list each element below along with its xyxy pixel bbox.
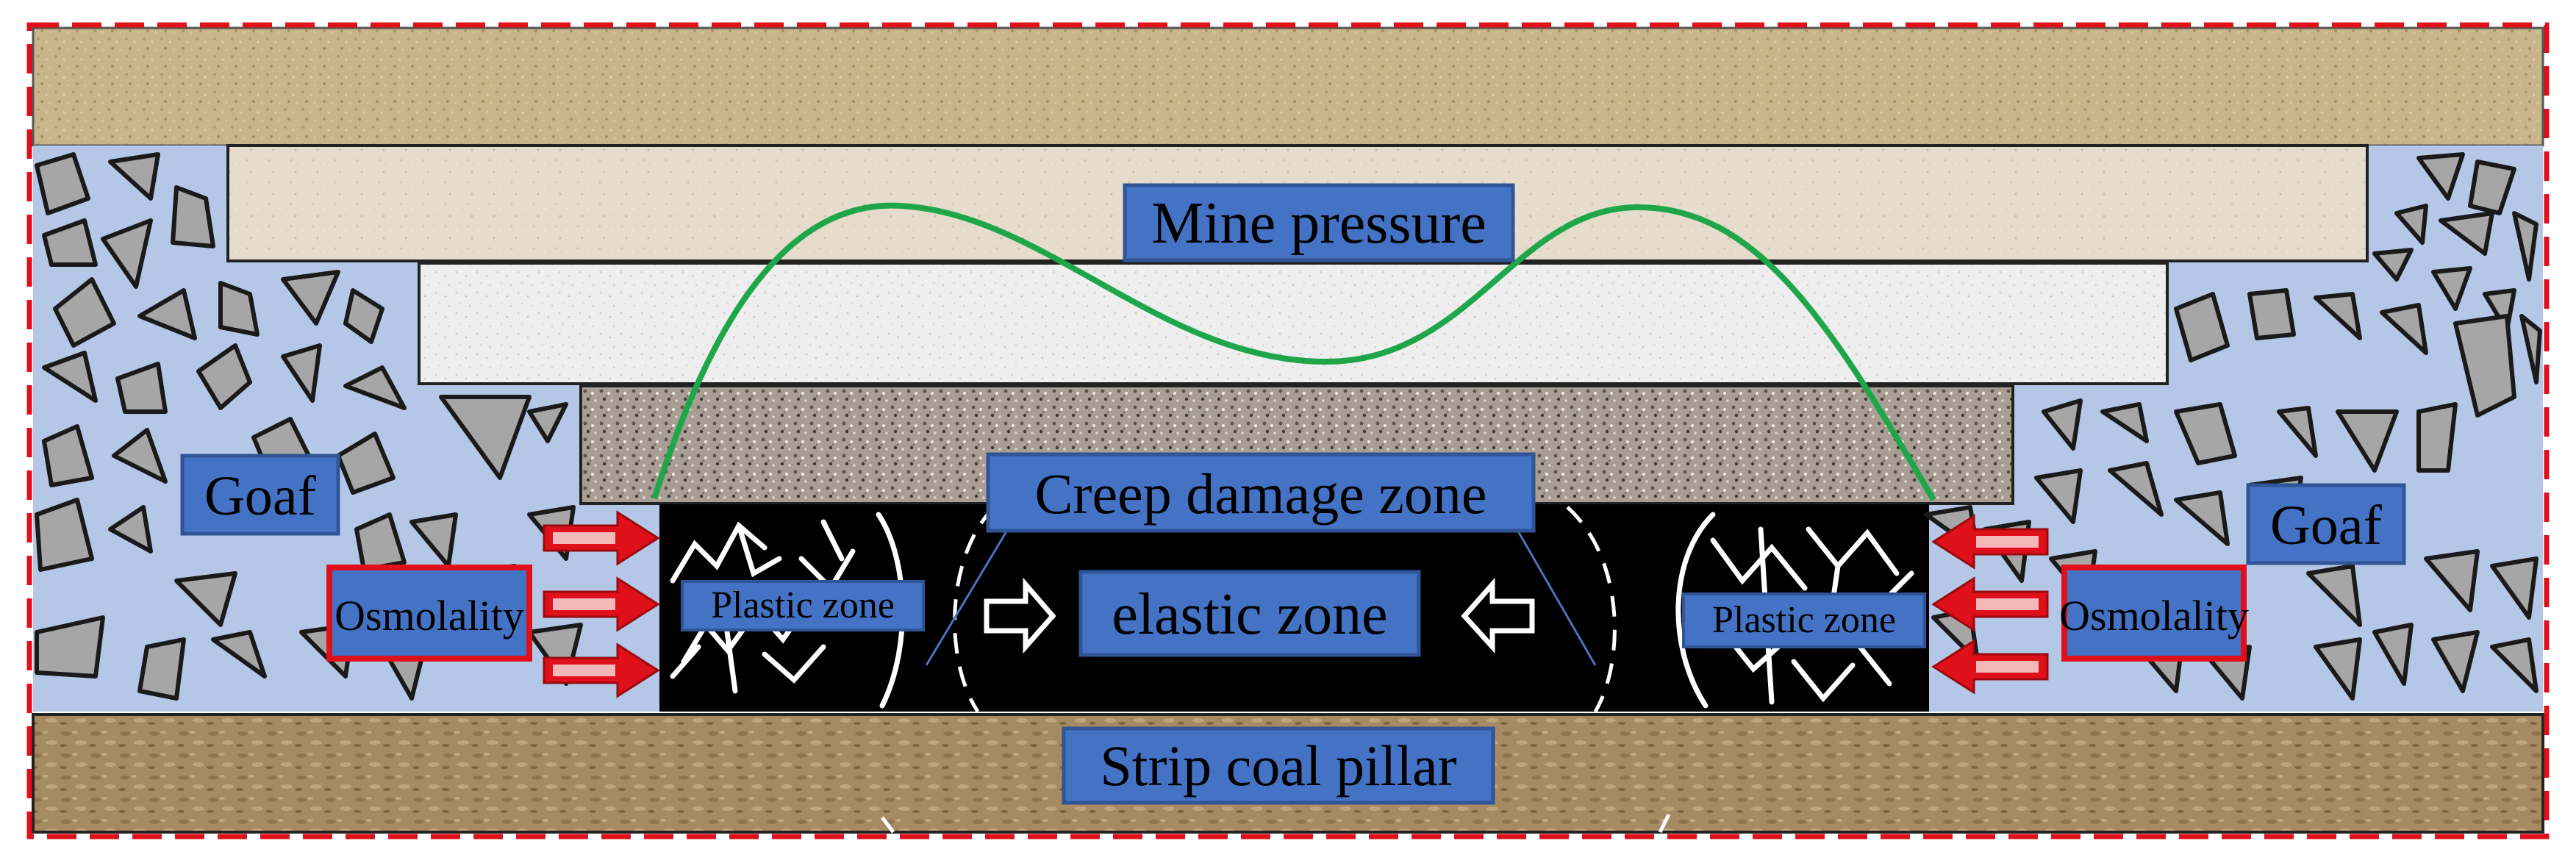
creep-damage-zone-label: Creep damage zone (986, 452, 1536, 533)
roof-layer-2 (418, 262, 2169, 385)
osmolality-right-label: Osmolality (2059, 565, 2249, 662)
svg-text:Creep damage zone: Creep damage zone (1034, 462, 1486, 526)
svg-text:Goaf: Goaf (2270, 495, 2383, 556)
strip-coal-pillar-label: Strip coal pillar (1062, 726, 1495, 805)
svg-text:Plastic zone: Plastic zone (711, 584, 895, 626)
svg-text:Plastic zone: Plastic zone (1712, 599, 1896, 641)
plastic-zone-right-label: Plastic zone (1682, 592, 1926, 648)
left-hollow-arrow (984, 577, 1056, 654)
elastic-zone-label: elastic zone (1078, 570, 1421, 657)
left-boundary-dash (953, 506, 995, 713)
svg-text:Osmolality: Osmolality (2059, 592, 2249, 640)
dashed-frame (26, 22, 2550, 839)
mine-pressure-label: Mine pressure (1123, 183, 1515, 262)
svg-text:Osmolality: Osmolality (334, 592, 524, 640)
floor-crack (881, 813, 1671, 834)
plastic-zone-left-label: Plastic zone (681, 580, 925, 631)
svg-text:Mine pressure: Mine pressure (1151, 191, 1486, 256)
right-hollow-arrow (1461, 577, 1535, 654)
svg-text:elastic zone: elastic zone (1112, 582, 1387, 647)
svg-text:Strip coal pillar: Strip coal pillar (1100, 734, 1456, 798)
mine-pressure-curve (651, 202, 1936, 502)
right-boundary-dash (1566, 506, 1617, 713)
goaf-left-label: Goaf (180, 454, 340, 536)
osmolality-left-label: Osmolality (326, 565, 532, 662)
arrow-inner-highlights (553, 532, 2039, 676)
top-stratum (32, 26, 2544, 147)
goaf-right-label: Goaf (2246, 483, 2406, 565)
svg-text:Goaf: Goaf (204, 465, 317, 527)
